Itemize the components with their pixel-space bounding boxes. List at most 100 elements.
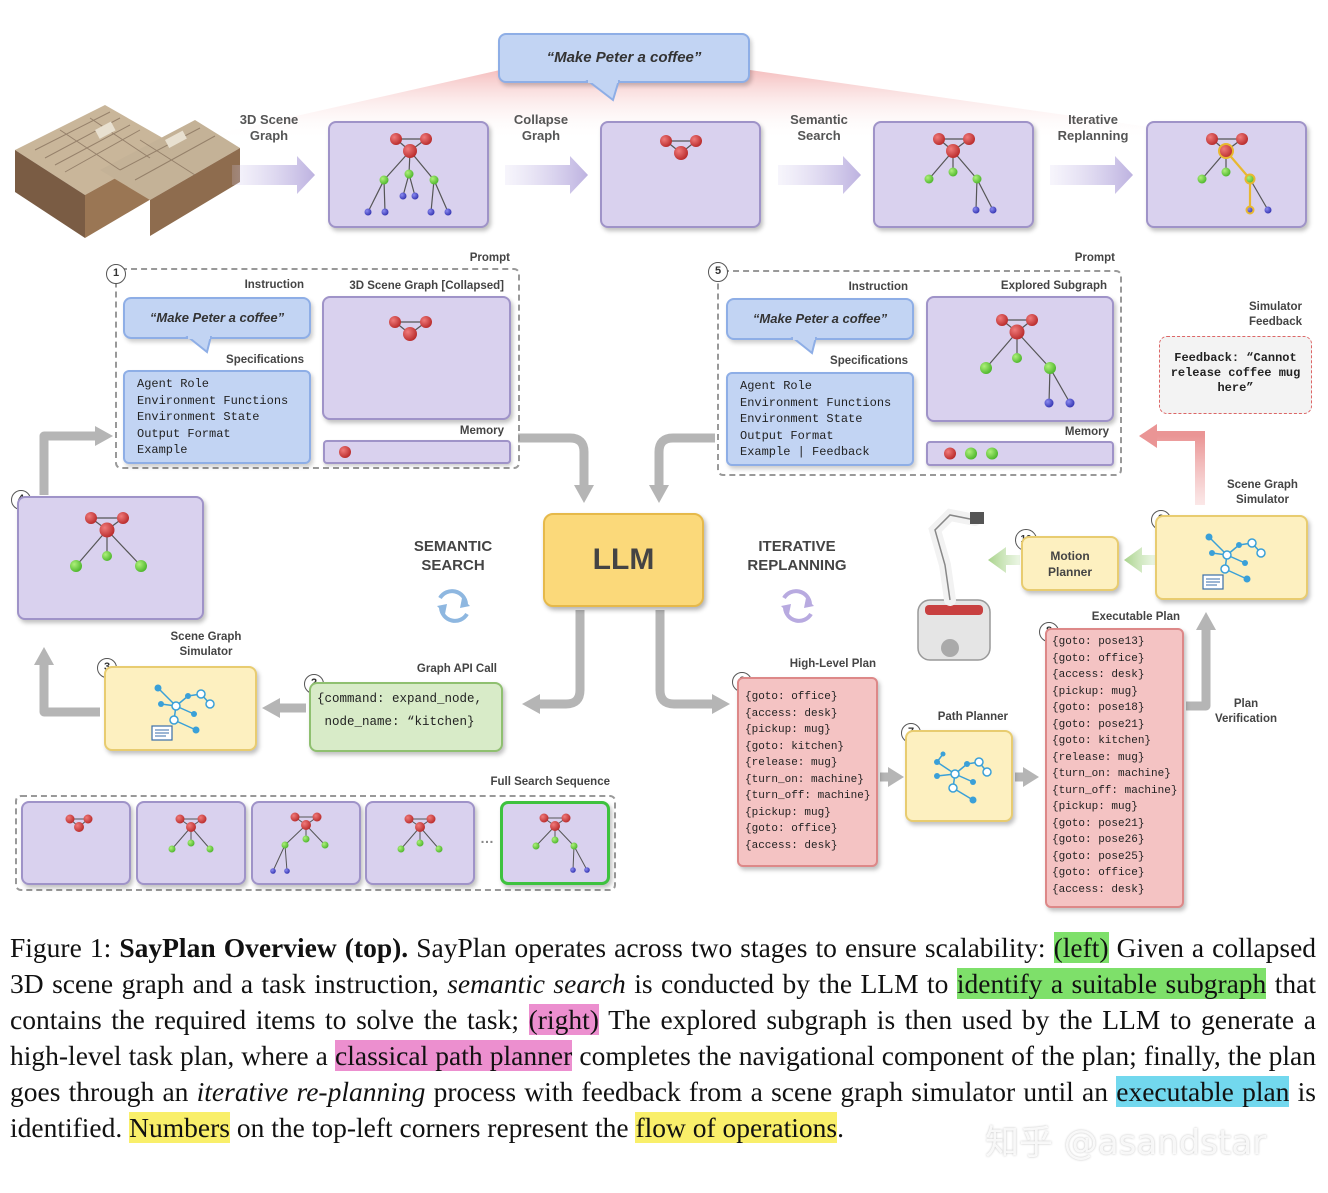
exec-step: {goto: pose13} (1052, 636, 1145, 648)
flow-3-to-4 (39, 665, 100, 717)
path-planner-box (905, 730, 1013, 822)
feedback-line: here” (1217, 381, 1254, 395)
graph-semantic-search (924, 133, 997, 214)
exec-step: {turn_on: machine} (1052, 768, 1171, 780)
graph-api-call-line: {command: expand_node, (317, 692, 483, 706)
caption-text: is identified. (10, 1076, 1317, 1143)
stage-label-3d-scene-graph: 3D Scene Graph (239, 112, 299, 143)
graph-full (364, 133, 452, 216)
caption-text: SayPlan operates across two stages to en… (416, 932, 1046, 963)
scene-graph-simulator-icon (151, 684, 215, 741)
stage-label-semantic-search: Semantic Search (790, 112, 848, 143)
simulator-feedback-box: Feedback: “Cannot release coffee mug her… (1159, 336, 1312, 414)
left-prompt-box (115, 268, 520, 469)
flow-4-to-1 (39, 431, 95, 495)
executable-plan-label: Executable Plan (1091, 611, 1180, 623)
explored-subgraph-label: Explored Subgraph (1000, 280, 1107, 292)
left-collapsed-graph-panel (322, 296, 511, 420)
caption-text: completes the navigational component of … (10, 1040, 1316, 1107)
arrow-3d-scene-graph (232, 156, 315, 194)
right-prompt-label: Prompt (1074, 252, 1115, 264)
plan-step: {access: desk} (745, 707, 838, 720)
plan-step: {turn_off: machine} (745, 790, 871, 802)
right-instruction-bubble: “Make Peter a coffee” (726, 298, 914, 340)
feedback-line: release coffee mug (1170, 366, 1301, 380)
full-search-sequence-label: Full Search Sequence (490, 776, 610, 788)
stage-label-collapse-graph: Collapse Graph (513, 112, 569, 143)
graph-collapsed (660, 135, 702, 160)
left-prompt-label: Prompt (469, 252, 510, 264)
left-specifications-label: Specifications (226, 354, 304, 366)
exec-step: {goto: pose26} (1052, 834, 1145, 846)
flow-1-to-llm (518, 433, 589, 485)
left-memory-label: Memory (459, 425, 504, 437)
search-step-2 (136, 801, 246, 885)
graph-iterative-replanning (1197, 133, 1272, 215)
exec-step: {goto: office} (1052, 652, 1145, 665)
caption-text: on the top-left corners represent the (236, 1112, 629, 1143)
iterative-replanning-title: ITERATIVE REPLANNING (747, 538, 847, 574)
exec-step: {goto: pose18} (1052, 702, 1145, 714)
path-planner-label: Path Planner (937, 711, 1008, 723)
plan-step: {goto: office} (745, 823, 838, 835)
sync-icon-semantic (438, 589, 469, 623)
caption-text: process with feedback from a scene graph… (433, 1076, 1109, 1107)
flow-5-to-llm (654, 433, 715, 485)
search-sequence-ellipsis: … (480, 830, 494, 846)
caption-italic-iterative: iterative re-planning (196, 1076, 426, 1107)
explored-subgraph-panel (926, 296, 1114, 422)
plan-step: {pickup: mug} (745, 724, 831, 736)
graph-api-call-box: {command: expand_node, node_name: “kitch… (309, 682, 503, 752)
plan-step: {turn_on: machine} (745, 773, 864, 786)
left-memory-bar (323, 440, 511, 464)
stage-label-iterative-replanning: Iterative Replanning (1057, 112, 1129, 143)
panel-iterative-replanning-graph (1146, 121, 1307, 228)
explored-graph-panel-4 (17, 496, 204, 620)
right-memory-label: Memory (1064, 426, 1109, 438)
exec-step: {release: mug} (1052, 751, 1145, 764)
arrow-semantic-search (778, 156, 861, 194)
right-spec-item: Agent Role (740, 379, 813, 393)
left-specifications-box: Agent Role Environment Functions Environ… (123, 370, 311, 464)
right-spec-item: Environment State (740, 412, 863, 426)
caption-highlight-flow: flow of operations (635, 1112, 838, 1143)
panel-semantic-search-graph (873, 121, 1034, 228)
explored-graph-4 (70, 512, 147, 572)
left-scene-graph-simulator-box (104, 666, 257, 751)
right-specifications-label: Specifications (830, 355, 908, 367)
right-instruction-label: Instruction (848, 281, 908, 293)
left-spec-item: Example (137, 443, 188, 457)
right-prompt-box (717, 270, 1122, 476)
executable-plan-box: {goto: pose13} {goto: office} {access: d… (1045, 628, 1184, 908)
plan-step: {access: desk} (745, 839, 838, 852)
left-spec-item: Output Format (137, 426, 231, 441)
simulator-feedback-label: Simulator Feedback (1248, 301, 1302, 328)
arrow-collapse-graph (505, 156, 588, 194)
caption-highlight-classical: classical path planner (335, 1040, 573, 1071)
plan-step: {pickup: mug} (745, 806, 831, 819)
left-simulator-label: Scene Graph Simulator (170, 631, 242, 658)
right-bubble-tail (790, 337, 818, 355)
exec-step: {goto: pose25} (1052, 850, 1145, 863)
full-search-sequence-box (15, 795, 616, 891)
exec-step: {access: desk} (1052, 669, 1145, 681)
panel-full-scene-graph (328, 121, 489, 228)
caption-highlight-executable: executable plan (1116, 1076, 1290, 1107)
right-simulator-label: Scene Graph Simulator (1227, 479, 1298, 506)
plan-step: {goto: office} (745, 691, 838, 703)
search-step-4 (365, 801, 475, 885)
caption-fig-number: Figure 1: (10, 932, 112, 963)
caption-highlight-identify: identify a suitable subgraph (956, 968, 1267, 999)
caption-text: is conducted by the LLM to (634, 968, 949, 999)
feedback-line: Feedback: “Cannot (1174, 351, 1297, 365)
left-instruction-bubble: “Make Peter a coffee” (123, 297, 311, 339)
search-step-final (500, 801, 610, 885)
arrow-sim-to-motion (1124, 547, 1155, 573)
right-spec-item: Example | Feedback (740, 445, 870, 459)
left-collapsed-graph (389, 316, 432, 341)
caption-highlight-right: (right) (528, 1004, 599, 1035)
arrow-iterative-replanning (1050, 156, 1133, 194)
caption-text: that contains the required items to solv… (10, 968, 1317, 1035)
path-planner-graph-icon (934, 751, 992, 804)
right-memory-bar (926, 441, 1114, 466)
